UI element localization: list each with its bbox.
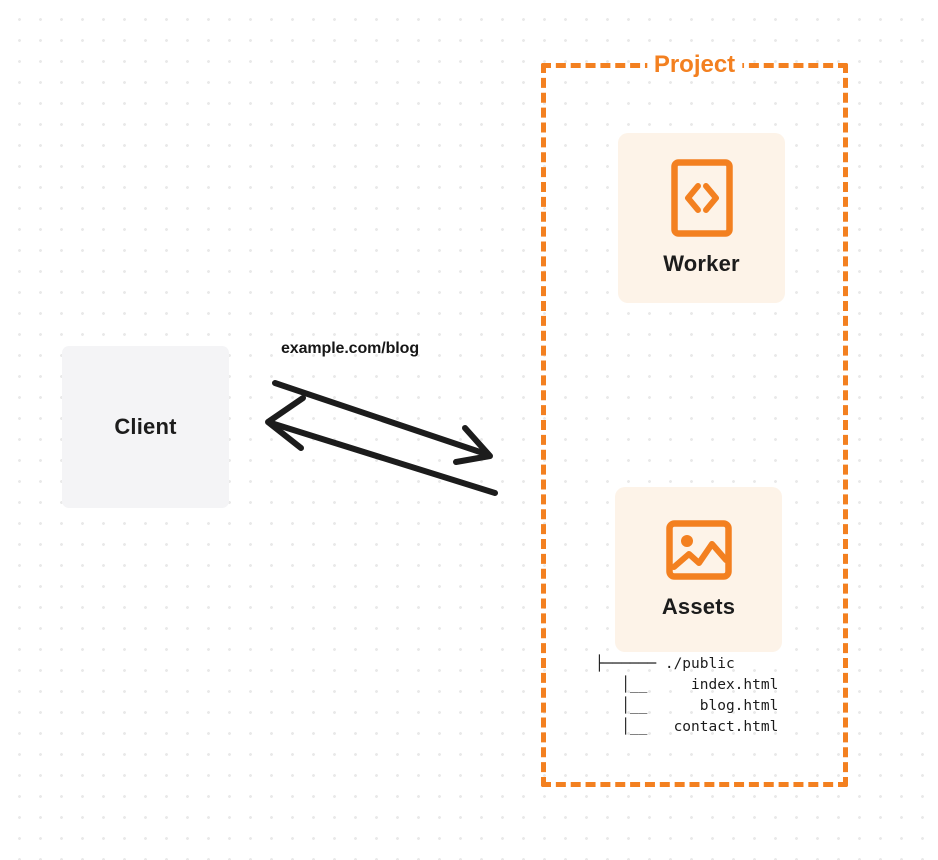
worker-label: Worker <box>663 251 740 276</box>
client-label: Client <box>114 414 177 439</box>
code-brackets-icon <box>670 159 733 237</box>
arrows-svg <box>265 380 498 496</box>
assets-card[interactable]: Assets <box>615 487 782 652</box>
request-url-label: example.com/blog <box>281 340 419 357</box>
assets-file-tree: ├────── ./public │__ index.html │__ blog… <box>595 656 779 735</box>
worker-card[interactable]: Worker <box>618 133 785 303</box>
image-icon <box>665 519 732 580</box>
response-arrow <box>265 395 498 496</box>
project-title: Project <box>646 50 743 80</box>
client-box: Client <box>62 346 229 508</box>
connection-arrows <box>255 330 520 515</box>
assets-label: Assets <box>661 593 736 619</box>
project-container: Project Worker Assets ├────── ./public │… <box>541 50 848 787</box>
request-arrow <box>272 380 493 465</box>
